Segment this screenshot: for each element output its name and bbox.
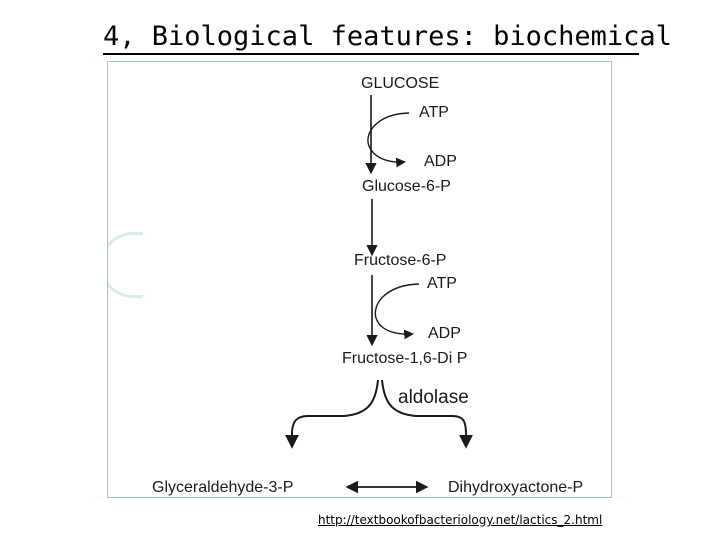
glycolysis-diagram: GLUCOSE ATP ADP Glucose-6-P Fructose-6-P…: [107, 61, 612, 498]
slide-title: 4, Biological features: biochemical: [103, 21, 672, 52]
source-link[interactable]: http://textbookofbacteriology.net/lactic…: [318, 513, 603, 527]
glucose-6p-label: Glucose-6-P: [362, 178, 451, 195]
dihydroxyacetone-label: Dihydroxyactone-P: [448, 479, 583, 496]
aldolase-label: aldolase: [398, 387, 469, 408]
aldolase-left-branch: [285, 379, 379, 449]
aldolase-right-branch: [381, 379, 473, 449]
atp-adp-curve-2: [374, 283, 420, 340]
title-underline: [103, 53, 639, 55]
fructose-6p-label: Fructose-6-P: [354, 252, 446, 269]
adp-label-2: ADP: [428, 325, 461, 342]
pathway-svg: GLUCOSE ATP ADP Glucose-6-P Fructose-6-P…: [152, 75, 583, 496]
atp-label-2: ATP: [427, 275, 457, 292]
glyceraldehyde-3p-label: Glyceraldehyde-3-P: [152, 479, 293, 496]
atp-label-1: ATP: [419, 104, 449, 121]
glucose-label: GLUCOSE: [361, 75, 439, 92]
fructose-16dip-label: Fructose-1,6-Di P: [342, 350, 467, 367]
watermark-shape: [108, 232, 143, 298]
atp-adp-curve-1: [367, 112, 410, 168]
adp-label-1: ADP: [424, 153, 457, 170]
